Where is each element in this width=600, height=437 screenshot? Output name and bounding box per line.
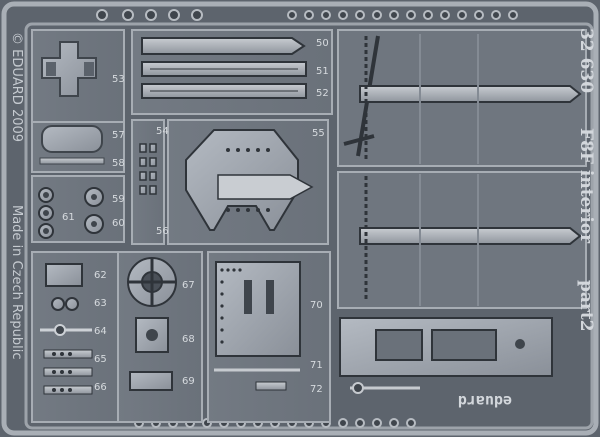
part-rounded-plate — [31, 121, 125, 173]
part-console-grid — [207, 251, 331, 423]
part-square-plate — [31, 29, 125, 123]
part-knob-set — [31, 175, 125, 243]
part-wheel-and-brackets — [117, 251, 203, 423]
part-winged-plate — [167, 119, 329, 245]
part-cockpit-floor-upper — [337, 29, 587, 167]
part-long-strips — [131, 29, 333, 115]
part-cockpit-floor-lower — [337, 171, 587, 309]
part-switch-panel — [131, 119, 165, 245]
top-attachment-holes — [96, 9, 518, 21]
part-small-brackets — [31, 251, 125, 423]
part-tray — [339, 317, 553, 394]
